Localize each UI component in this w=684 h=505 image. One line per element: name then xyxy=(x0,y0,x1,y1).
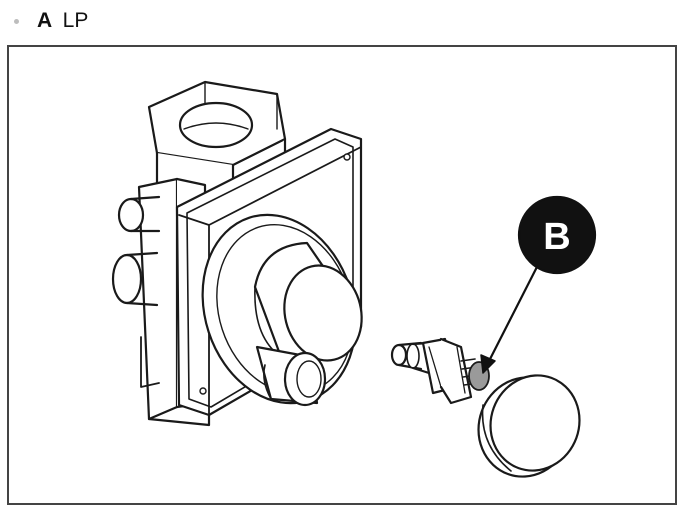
bullet-dot-icon xyxy=(14,18,19,24)
heading-label: LP xyxy=(62,9,89,32)
regulator-body xyxy=(111,80,363,427)
section-heading: A LP xyxy=(14,6,88,36)
orifice-fitting xyxy=(390,337,490,405)
callout-arrowhead xyxy=(480,354,496,374)
callout-b-label: B xyxy=(543,216,570,258)
orifice-cap xyxy=(477,374,581,478)
heading-letter: A xyxy=(37,9,53,32)
callout-b xyxy=(480,195,597,374)
diagram-frame: B xyxy=(7,45,677,505)
regulator-diagram: B xyxy=(111,80,597,478)
